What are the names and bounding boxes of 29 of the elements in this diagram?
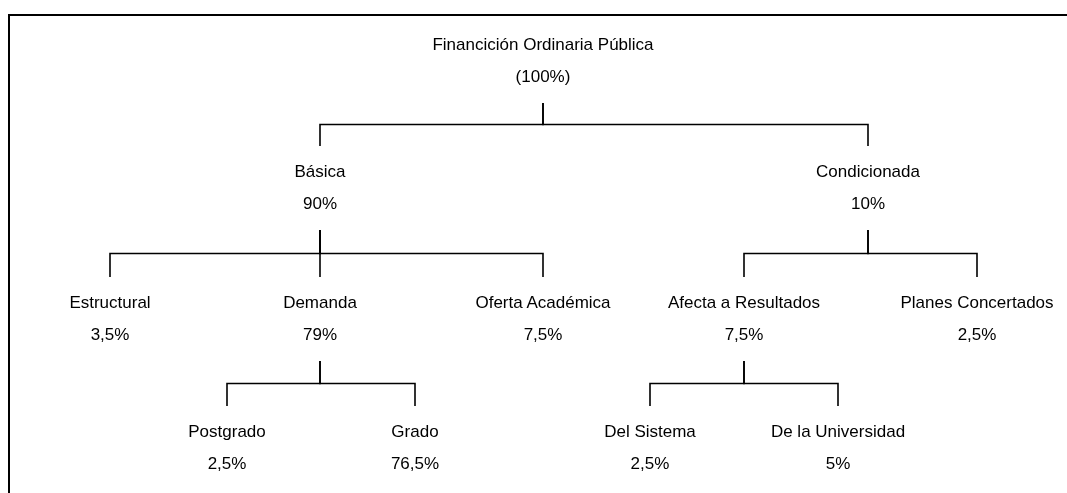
connector-line [319,229,544,278]
node-label: Básica [294,161,346,183]
connector-line [542,102,869,147]
percentage-label: 90% [303,193,337,215]
node-label: Condicionada [816,161,920,183]
node-label: Del Sistema [604,421,696,443]
node-label: Demanda [283,292,357,314]
node-label: Oferta Académica [475,292,611,314]
percentage-label: 7,5% [523,324,563,346]
percentage-label: 2,5% [630,453,670,475]
node-label: Estructural [69,292,151,314]
percentage-label: 2,5% [957,324,997,346]
node-label: Financición Ordinaria Pública [432,34,654,56]
node-label: Postgrado [188,421,266,443]
node-label: Grado [391,421,439,443]
percentage-label: 2,5% [207,453,247,475]
percentage-label: 76,5% [390,453,440,475]
percentage-label: (100%) [515,66,571,88]
node-label: De la Universidad [770,421,906,443]
node-label: Planes Concertados [900,292,1054,314]
connector-line [867,229,978,278]
connector-line [319,360,416,407]
percentage-label: 5% [825,453,851,475]
percentage-label: 3,5% [90,324,130,346]
percentage-label: 10% [851,193,885,215]
node-label: Afecta a Resultados [667,292,821,314]
percentage-label: 7,5% [724,324,764,346]
percentage-label: 79% [303,324,337,346]
connector-line [743,360,839,407]
